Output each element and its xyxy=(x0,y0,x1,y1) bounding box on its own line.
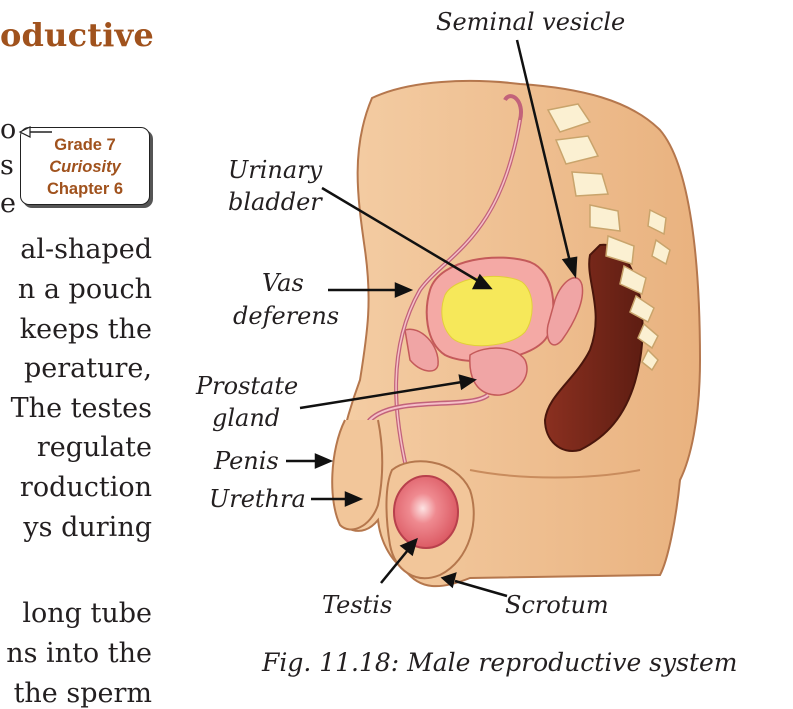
body-text-line: regulate xyxy=(36,432,152,463)
seminal-vesicle-organ xyxy=(546,277,584,346)
text-fragment: o xyxy=(0,114,17,145)
label-testis: Testis xyxy=(322,591,392,619)
badge-grade: Grade 7 xyxy=(54,136,116,154)
thigh-edge xyxy=(469,469,641,479)
leader-lines xyxy=(286,39,578,598)
label-penis: Penis xyxy=(213,447,279,475)
body-text-line: al-shaped xyxy=(20,234,152,265)
sacrum-bones xyxy=(546,103,671,372)
penis-organ xyxy=(331,419,384,531)
body-text-line: roduction xyxy=(19,472,152,503)
label-prostate: Prostate xyxy=(195,372,298,400)
label-bladder: bladder xyxy=(228,188,323,216)
section-heading: oductive xyxy=(0,16,154,54)
prostate-gland-organ xyxy=(469,347,528,396)
bladder-lumen xyxy=(441,275,533,347)
vas-deferens-inner xyxy=(395,119,521,486)
label-scrotum: Scrotum xyxy=(505,591,609,619)
text-fragment: e xyxy=(0,188,16,219)
body-text-line: ys during xyxy=(23,512,152,543)
badge-chapter: Chapter 6 xyxy=(46,180,124,198)
body-text-line: The testes xyxy=(10,393,152,424)
testis-organ xyxy=(393,475,459,549)
label-seminal-vesicle: Seminal vesicle xyxy=(436,8,625,36)
body-text-line: perature, xyxy=(24,353,152,384)
figure-caption: Fig. 11.18: Male reproductive system xyxy=(262,648,738,677)
body-text-line: ns into the xyxy=(6,638,152,669)
label-urinary: Urinary xyxy=(228,156,323,184)
body-text-line: long tube xyxy=(22,598,152,629)
text-fragment: s xyxy=(0,150,14,181)
body-text-line: n a pouch xyxy=(17,274,152,305)
pelvic-tissue xyxy=(404,328,439,372)
body-text-line: keeps the xyxy=(19,314,152,345)
label-deferens: deferens xyxy=(233,302,339,330)
label-urethra: Urethra xyxy=(209,485,306,513)
label-vas: Vas xyxy=(262,269,304,297)
label-gland: gland xyxy=(212,404,280,432)
badge-arrow-head xyxy=(18,126,31,138)
badge-book: Curiosity xyxy=(49,158,121,176)
cross-reference-badge: Grade 7 Curiosity Chapter 6 xyxy=(20,127,150,205)
